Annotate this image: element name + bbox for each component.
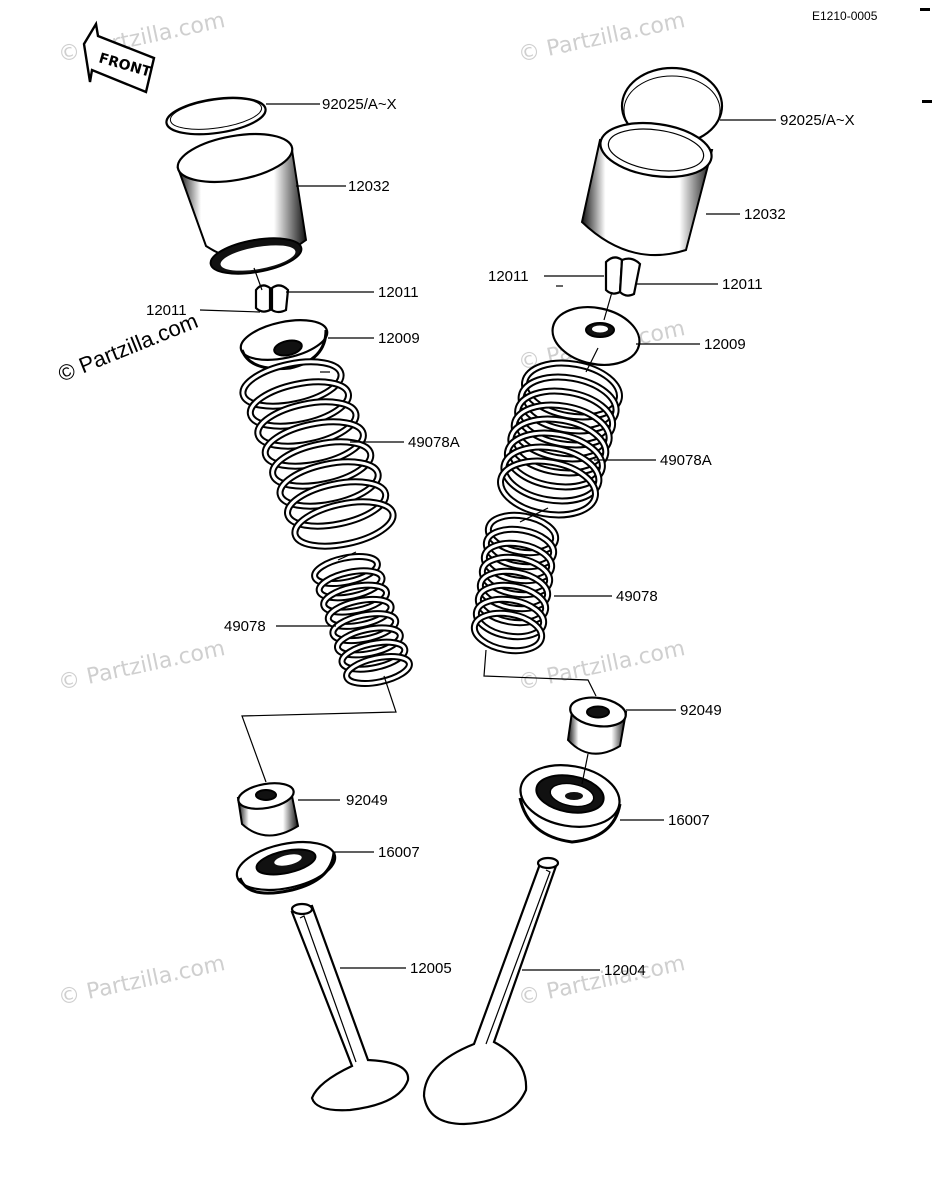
right-valve-assembly [422,66,724,1126]
label-valve-intake: 12004 [604,962,646,979]
edge-mark-mid [922,100,932,103]
coilsRI-coil-inner [474,597,546,639]
label-cotter-left-b: 12011 [146,302,187,319]
coilsRI-coil-inner [484,527,556,569]
label-lifter-right: 12032 [744,206,786,223]
coilsRI-coil-inner [476,583,548,625]
coilsLI-coil-inner [335,626,402,657]
lifter-left [176,133,308,275]
inner-spring-right [470,511,560,655]
coilsRI-coil-inner [482,541,554,583]
coilsLI-coil-inner [331,612,398,643]
label-cotter-right-b: 12011 [722,276,763,293]
label-outer-spring-left: 49078A [408,434,460,451]
label-shim-left: 92025/A~X [322,96,397,113]
watermark-2: © Partzilla.com [516,8,687,68]
coilsRO-coil-inner [516,389,615,447]
coilsLI-coil-inner [313,555,379,585]
coilsLO-coil-inner [286,480,388,528]
cotters-left [254,284,290,314]
coilsLO-coil-inner [293,500,395,548]
coilsLI-coil-inner [322,583,389,614]
coilsRI-coil-inner [478,569,550,611]
diagram-code: E1210-0005 [812,9,878,23]
coilsRO-coil-inner [502,445,601,503]
outer-spring-right [497,359,623,519]
coilsLI-coil-inner [317,569,384,600]
label-seat-right: 16007 [668,812,710,829]
seal-left [236,782,300,837]
leader-lines [199,103,776,971]
coilsLI-coil-inner [345,655,411,685]
watermark-dark: © Partzilla.com [55,308,202,387]
seal-right [566,696,628,755]
retainer-left [239,319,329,371]
shim-left [165,96,267,136]
label-cotter-left-a: 12011 [378,284,419,301]
coilsRO-coil-inner [505,431,604,489]
label-seat-left: 16007 [378,844,420,861]
label-lifter-left: 12032 [348,178,390,195]
outer-spring-left [239,358,397,550]
edge-mark-top [920,8,930,11]
label-seal-right: 92049 [680,702,722,719]
label-retainer-left: 12009 [378,330,420,347]
label-valve-exhaust: 12005 [410,960,452,977]
watermark-7: © Partzilla.com [516,951,687,1011]
part-labels: 92025/A~X 12032 12011 12011 12009 49078A… [146,96,855,979]
coilsRO-coil-inner [523,361,621,419]
label-shim-right: 92025/A~X [780,112,855,129]
coilsRO-coil-inner [519,375,618,433]
valve-exhaust [290,902,410,1112]
label-inner-spring-right: 49078 [616,588,658,605]
label-outer-spring-right: 49078A [660,452,712,469]
watermark-4: © Partzilla.com [56,636,227,696]
assembly-lines [241,267,613,785]
coilsRO-coil-inner [499,459,597,517]
valve-intake [422,856,560,1126]
coilsRO-coil-inner [512,403,611,461]
cotters-right [604,256,642,297]
coilsLI-coil-inner [326,597,393,628]
label-inner-spring-left: 49078 [224,618,266,635]
label-seal-left: 92049 [346,792,388,809]
coilsLI-coil-inner [340,640,407,671]
seat-right [518,764,622,844]
left-valve-assembly [165,96,413,1112]
front-arrow-icon: FRONT [82,20,156,94]
coilsRI-coil-inner [486,513,558,555]
label-retainer-right: 12009 [704,336,746,353]
coilsRI-coil-inner [472,611,544,653]
coilsRI-coil-inner [480,555,552,597]
lifter-right [580,121,714,257]
seat-left [235,841,337,895]
watermark-6: © Partzilla.com [56,951,227,1011]
label-cotter-right-a: 12011 [488,268,529,285]
inner-spring-left [311,553,413,687]
coilsRO-coil-inner [509,417,608,475]
